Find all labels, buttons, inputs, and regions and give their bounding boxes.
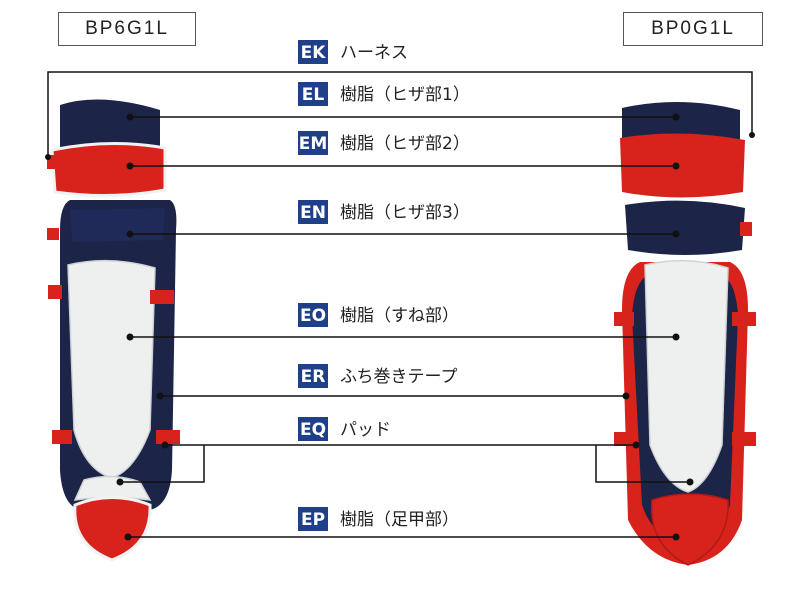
part-label-EM: 樹脂（ヒザ部2） xyxy=(340,134,470,154)
code-EK: EK xyxy=(301,43,327,63)
part-label-EP: 樹脂（足甲部） xyxy=(340,510,459,530)
part-label-EL: 樹脂（ヒザ部1） xyxy=(340,85,470,105)
callout-EN: EN 樹脂（ヒザ部3） xyxy=(126,200,680,238)
code-ER: ER xyxy=(301,367,326,387)
part-label-EK: ハーネス xyxy=(340,43,408,63)
code-EP: EP xyxy=(301,510,325,530)
code-EO: EO xyxy=(300,306,326,326)
callout-ER: ER ふち巻きテープ xyxy=(156,364,630,400)
code-badge-EP xyxy=(298,507,328,531)
code-EL: EL xyxy=(302,85,325,105)
part-label-ER: ふち巻きテープ xyxy=(340,367,457,387)
callout-EP: EP 樹脂（足甲部） xyxy=(124,507,680,541)
code-badge-EM xyxy=(298,131,328,155)
callout-EL: EL 樹脂（ヒザ部1） xyxy=(126,82,680,121)
callout-EQ: EQ パッド xyxy=(116,417,694,486)
part-label-EN: 樹脂（ヒザ部3） xyxy=(340,203,470,223)
callout-EK: EK ハーネス xyxy=(45,40,755,160)
right-leg-guard xyxy=(614,101,756,566)
callout-EO: EO 樹脂（すね部） xyxy=(126,303,680,341)
code-badge-EL xyxy=(298,82,328,106)
code-EM: EM xyxy=(299,134,328,154)
code-badge-ER xyxy=(298,364,328,388)
code-badge-EN xyxy=(298,200,328,224)
code-badge-EO xyxy=(298,303,328,327)
left-leg-guard xyxy=(47,99,180,562)
code-badge-EQ xyxy=(298,417,328,441)
code-EN: EN xyxy=(300,203,326,223)
part-label-EO: 樹脂（すね部） xyxy=(340,306,459,326)
model-label-right: BP0G1L xyxy=(623,12,763,46)
model-label-left: BP6G1L xyxy=(58,12,196,46)
code-badge-EK xyxy=(298,40,328,64)
part-label-EQ: パッド xyxy=(340,420,391,440)
code-EQ: EQ xyxy=(300,420,326,440)
callout-EM: EM 樹脂（ヒザ部2） xyxy=(126,131,680,170)
